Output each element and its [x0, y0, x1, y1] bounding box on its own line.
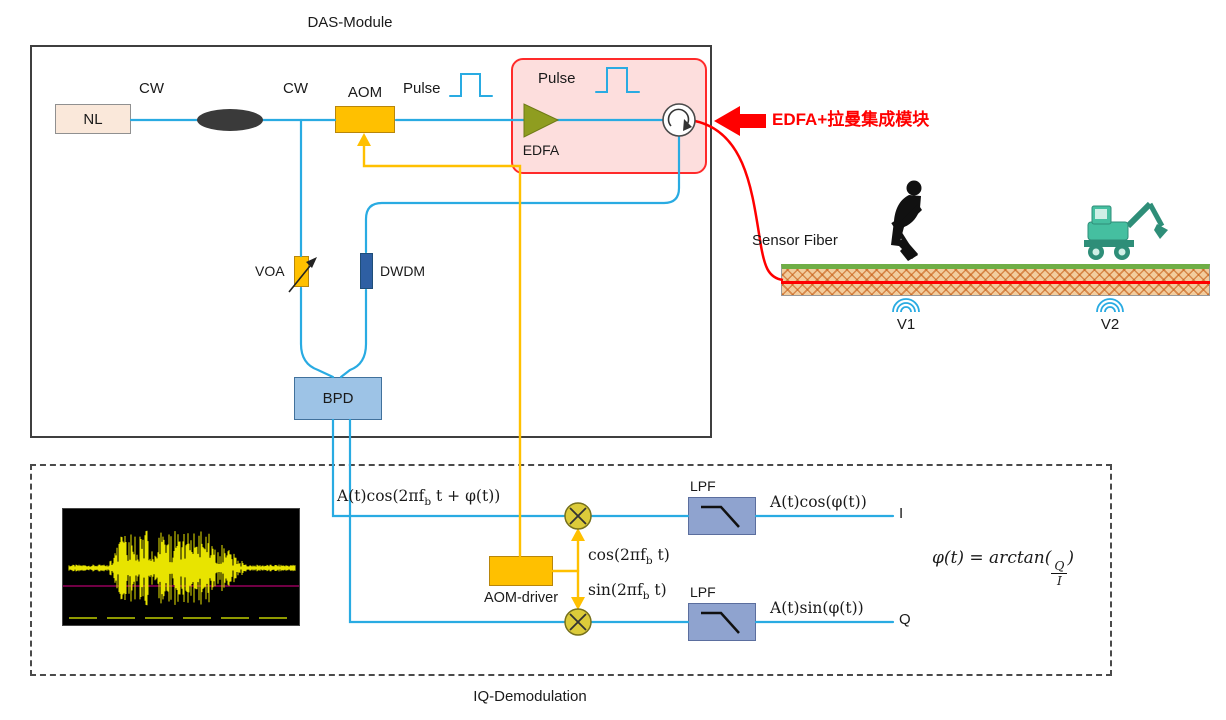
- input-signal-label: A(t)cos(2πfb t + φ(t)): [337, 487, 500, 509]
- annotation-arrow-icon: [714, 106, 766, 136]
- denominator: I: [1056, 573, 1062, 588]
- port-i-label: I: [899, 505, 904, 522]
- aom-driver-box: [489, 556, 553, 586]
- oscilloscope-display: [62, 508, 300, 626]
- iq-demodulation-title: IQ-Demodulation: [473, 688, 587, 705]
- lpf-bottom-box: [688, 603, 756, 641]
- vibration-v2-icon: [1096, 298, 1124, 313]
- text-part: A(t)cos(2πf: [337, 487, 425, 505]
- v1-label: V1: [896, 316, 916, 333]
- laser-nl-box: NL: [55, 104, 131, 134]
- bpd-box: BPD: [294, 377, 382, 420]
- pulse-right-label: Pulse: [538, 70, 576, 87]
- lpf-top-label: LPF: [690, 478, 716, 494]
- v2-label: V2: [1100, 316, 1120, 333]
- voa-box: [294, 256, 309, 287]
- cos-drive-label: cos(2πfb t): [588, 546, 670, 568]
- aom-driver-label: AOM-driver: [483, 590, 559, 606]
- text-part: cos(2πf: [588, 546, 646, 564]
- nl-label: NL: [83, 110, 103, 128]
- sensor-fiber-label: Sensor Fiber: [752, 232, 838, 249]
- numerator: Q: [1051, 559, 1068, 574]
- dwdm-label: DWDM: [380, 263, 426, 279]
- lpf-response-icon: [701, 611, 740, 634]
- lpf-response-icon: [701, 505, 740, 528]
- edfa-raman-annotation: EDFA+拉曼集成模块: [772, 110, 930, 129]
- text-part: φ(t) = arctan(: [932, 548, 1052, 568]
- lpf-bottom-label: LPF: [690, 584, 716, 600]
- excavator-illustration: [1072, 192, 1168, 264]
- scope-trace: [68, 530, 296, 606]
- out-i-label: A(t)cos(φ(t)): [770, 493, 867, 511]
- text-part: ): [1067, 548, 1075, 568]
- worker-illustration: [876, 177, 938, 263]
- lpf-top-box: [688, 497, 756, 535]
- text-part: t + φ(t)): [431, 487, 501, 505]
- voa-label: VOA: [255, 263, 285, 279]
- subscript: b: [642, 590, 650, 603]
- scope-screen: [63, 530, 299, 619]
- subscript: b: [645, 555, 653, 568]
- sin-drive-label: sin(2πfb t): [588, 581, 667, 603]
- text-part: sin(2πf: [588, 581, 643, 599]
- aom-label: AOM: [347, 84, 383, 101]
- das-module-title: DAS-Module: [307, 14, 393, 31]
- bpd-label: BPD: [322, 390, 354, 407]
- cw-left-label: CW: [139, 80, 164, 97]
- vibration-v1-icon: [892, 298, 920, 313]
- out-q-label: A(t)sin(φ(t)): [770, 599, 864, 617]
- buried-fiber-cable: [781, 264, 1210, 296]
- cw-right-label: CW: [283, 80, 308, 97]
- edfa-label: EDFA: [522, 142, 560, 158]
- text-part: t): [652, 546, 670, 564]
- port-q-label: Q: [899, 611, 911, 628]
- iq-demodulation-box: [30, 464, 1112, 676]
- pulse-left-label: Pulse: [403, 80, 441, 97]
- dwdm-box: [360, 253, 373, 289]
- worker-silhouette: [891, 180, 922, 261]
- excavator-graphic: [1084, 201, 1168, 260]
- fiber-core-line: [781, 281, 1210, 284]
- aom-box: [335, 106, 395, 133]
- text-part: t): [649, 581, 667, 599]
